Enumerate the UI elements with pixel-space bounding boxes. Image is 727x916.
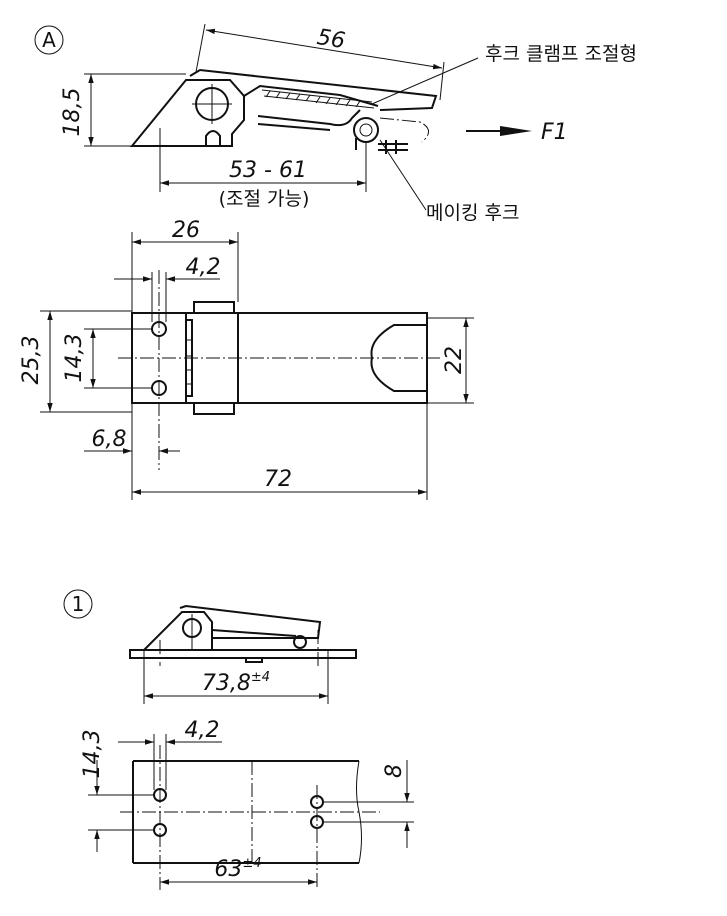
dim-14-3-bottom: 14,3	[80, 730, 154, 852]
svg-text:1: 1	[72, 592, 85, 616]
dim-73-8: 73,8±4	[143, 650, 329, 704]
svg-text:22: 22	[442, 346, 467, 374]
dim-4-2-bottom: 4,2	[118, 718, 222, 790]
svg-text:73,8±4: 73,8±4	[202, 670, 270, 696]
dim-6-8: 6,8	[84, 403, 180, 460]
view-1-side-body	[129, 604, 357, 666]
svg-text:72: 72	[264, 467, 292, 492]
dim-26: 26	[131, 218, 239, 313]
svg-text:F1: F1	[541, 120, 568, 145]
svg-text:63±4: 63±4	[214, 856, 261, 882]
dim-25-3: 25,3	[19, 310, 132, 413]
dim-18-5: 18,5	[60, 73, 186, 147]
svg-text:53 - 61: 53 - 61	[229, 158, 307, 183]
dim-14-3-top: 14,3	[62, 328, 152, 389]
dim-63: 63±4	[160, 856, 317, 885]
view-1-marker: 1	[63, 589, 93, 619]
svg-text:메이킹 후크: 메이킹 후크	[426, 202, 519, 224]
svg-text:후크 클램프 조절형: 후크 클램프 조절형	[485, 43, 637, 65]
view-1-plate	[120, 745, 380, 890]
callout-clamp: 후크 클램프 조절형	[371, 43, 637, 105]
dim-53-61: 53 - 61 (조절 가능)	[159, 128, 367, 210]
svg-text:56: 56	[315, 25, 347, 54]
svg-text:18,5: 18,5	[60, 88, 85, 137]
dim-56: 56	[195, 23, 445, 101]
dim-4-2-top: 4,2	[114, 255, 221, 322]
svg-text:4,2: 4,2	[186, 255, 221, 280]
svg-text:26: 26	[172, 218, 200, 243]
svg-text:14,3: 14,3	[62, 334, 87, 383]
force-arrow-f1: F1	[466, 120, 568, 145]
svg-text:25,3: 25,3	[19, 336, 44, 385]
dim-22: 22	[427, 317, 474, 404]
svg-text:14,3: 14,3	[80, 730, 105, 779]
svg-text:4,2: 4,2	[185, 718, 220, 743]
view-a-marker: A	[34, 25, 64, 55]
view-a-side-body	[129, 68, 438, 154]
view-a-top-body	[118, 270, 440, 470]
svg-text:6,8: 6,8	[92, 427, 127, 452]
svg-text:8: 8	[382, 764, 407, 778]
callout-hook: 메이킹 후크	[379, 139, 519, 224]
dim-8: 8	[323, 760, 414, 848]
svg-text:(조절 가능): (조절 가능)	[219, 188, 310, 210]
svg-text:A: A	[42, 28, 56, 52]
dim-72: 72	[131, 403, 428, 500]
